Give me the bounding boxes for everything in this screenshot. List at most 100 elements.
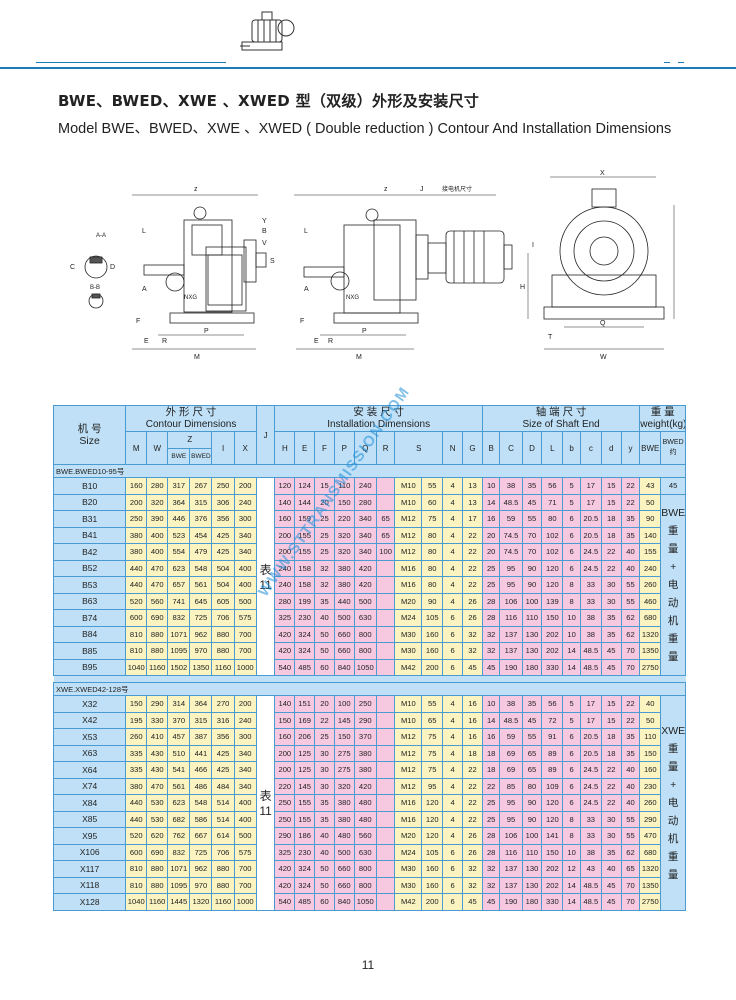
value-cell: 6	[562, 728, 581, 746]
value-cell: 50	[314, 625, 335, 643]
value-cell: 400	[233, 559, 257, 577]
value-cell: 4	[442, 559, 464, 577]
value-cell: 30	[600, 576, 622, 594]
value-cell: 20	[314, 695, 335, 713]
value-cell: M10	[394, 711, 423, 729]
value-cell: 561	[189, 576, 213, 594]
value-cell: M10	[394, 493, 423, 511]
size-cell: X85	[52, 810, 127, 828]
value-cell: 4	[442, 777, 464, 795]
value-cell: 340	[353, 510, 377, 528]
value-cell: 260	[639, 794, 662, 812]
value-cell: 59	[499, 728, 523, 746]
value-cell: 657	[167, 576, 191, 594]
value-cell: 880	[211, 625, 235, 643]
value-cell: 240	[274, 576, 296, 594]
value-cell: 45	[462, 658, 483, 676]
label-m-1: M	[194, 354, 200, 361]
value-cell: 74.5	[499, 526, 523, 544]
value-cell: 335	[125, 761, 148, 779]
label-z-2: z	[384, 186, 388, 193]
value-cell: 155	[294, 810, 316, 828]
value-cell: 240	[353, 477, 377, 495]
value-cell: 59	[499, 510, 523, 528]
label-motor-size: 接电机尺寸	[442, 185, 472, 193]
value-cell: 17	[579, 695, 602, 713]
value-cell: 22	[462, 761, 483, 779]
value-cell: 38	[499, 695, 523, 713]
value-cell: 586	[189, 810, 213, 828]
value-cell: 28	[481, 827, 501, 845]
value-cell: 26	[462, 827, 483, 845]
value-cell: 660	[333, 860, 355, 878]
col-d-small: d	[600, 431, 622, 465]
value-cell: 324	[294, 625, 316, 643]
value-cell: 800	[353, 642, 377, 660]
value-cell: 20.5	[579, 510, 602, 528]
value-cell: 110	[521, 609, 543, 627]
value-cell: 330	[146, 711, 169, 729]
label-section-aa: A-A	[96, 233, 106, 239]
value-cell: 667	[189, 827, 213, 845]
value-cell: 80	[421, 559, 444, 577]
value-cell: 200	[274, 761, 296, 779]
value-cell: 30	[600, 827, 622, 845]
value-cell: 575	[233, 609, 257, 627]
label-r-2: R	[328, 338, 333, 345]
size-cell: B53	[52, 576, 127, 594]
value-cell: 70	[620, 893, 641, 911]
value-cell: 48.5	[579, 642, 602, 660]
value-cell: 89	[541, 761, 564, 779]
value-cell: 48.5	[499, 493, 523, 511]
value-cell: 4	[442, 827, 464, 845]
value-cell: 102	[541, 526, 564, 544]
value-cell: 38	[579, 843, 602, 861]
value-cell: 290	[146, 695, 169, 713]
value-cell: 430	[146, 761, 169, 779]
value-cell: 70	[521, 543, 543, 561]
value-cell: 4	[442, 794, 464, 812]
value-cell: 72	[541, 711, 564, 729]
value-cell: 810	[125, 860, 148, 878]
label-f-1: F	[136, 318, 140, 325]
value-cell: 25	[314, 510, 335, 528]
value-cell: 125	[294, 744, 316, 762]
value-cell: 150	[333, 493, 355, 511]
value-cell: 26	[462, 843, 483, 861]
value-cell: 400	[233, 794, 257, 812]
label-nxg-2: NXG	[346, 295, 359, 301]
value-cell: 680	[639, 609, 662, 627]
section-label-row: XWE.XWED42-128号	[53, 682, 686, 696]
value-cell: 105	[421, 843, 444, 861]
value-cell: 22	[600, 543, 622, 561]
value-cell: 10	[562, 625, 581, 643]
value-cell: 250	[353, 695, 377, 713]
value-cell: 280	[353, 493, 377, 511]
value-cell: 55	[521, 510, 543, 528]
value-cell: 20	[481, 526, 501, 544]
value-cell: 810	[125, 642, 148, 660]
value-cell: 95	[499, 559, 523, 577]
value-cell: 13	[462, 493, 483, 511]
label-y: Y	[262, 218, 267, 225]
value-cell: 6	[562, 761, 581, 779]
value-cell: 55	[620, 592, 641, 610]
col-m: M	[125, 431, 148, 465]
value-cell: 40	[620, 794, 641, 812]
value-cell: 158	[294, 576, 316, 594]
value-cell: 335	[125, 744, 148, 762]
value-cell: 1350	[189, 658, 213, 676]
value-cell: 48.5	[579, 658, 602, 676]
value-cell: 484	[211, 777, 235, 795]
value-cell: 32	[481, 860, 501, 878]
value-cell: 410	[146, 728, 169, 746]
value-cell: 40	[620, 777, 641, 795]
value-cell: 150	[639, 744, 662, 762]
value-cell: 35	[620, 526, 641, 544]
value-cell: 200	[274, 744, 296, 762]
value-cell: 120	[421, 794, 444, 812]
value-cell: 356	[211, 728, 235, 746]
